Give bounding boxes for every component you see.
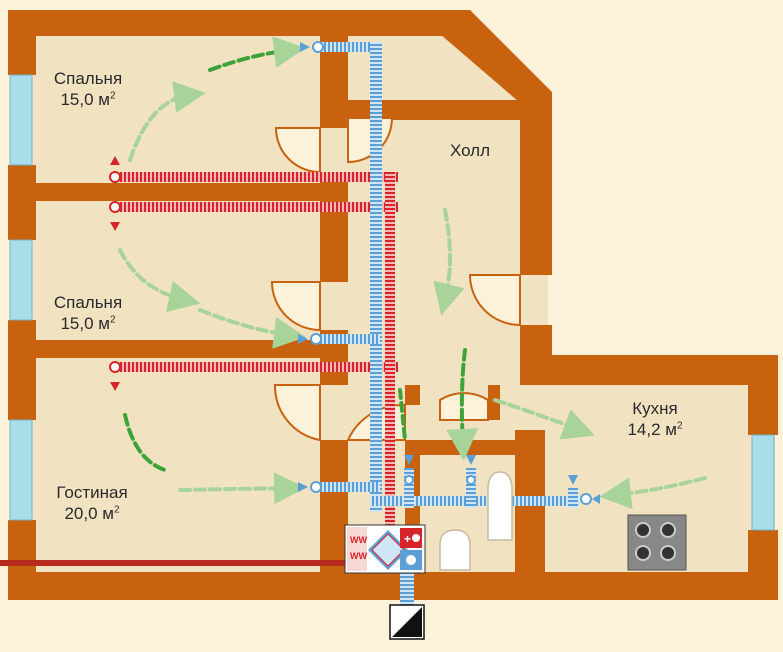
svg-text:WW: WW <box>350 551 367 561</box>
room-label-bedroom-2: Спальня 15,0 м2 <box>38 292 138 335</box>
room-name: Спальня <box>53 293 123 312</box>
room-name: Спальня <box>53 69 123 88</box>
stove-icon <box>627 514 687 571</box>
svg-text:+: + <box>404 532 411 546</box>
outdoor-grille-icon <box>389 604 425 640</box>
room-label-kitchen: Кухня 14,2 м2 <box>605 398 705 441</box>
area-unit-superscript: 2 <box>109 314 116 326</box>
svg-text:WW: WW <box>350 535 367 545</box>
area-unit-superscript: 2 <box>113 504 120 516</box>
door-swings <box>270 117 521 442</box>
bath-fixtures <box>439 471 513 571</box>
area-unit-superscript: 2 <box>676 420 683 432</box>
room-area: 15,0 м <box>60 314 110 334</box>
room-area: 15,0 м <box>60 90 110 110</box>
fresh-air-intake <box>0 560 355 566</box>
extract-ducts <box>318 42 580 605</box>
supply-ducts <box>118 172 398 532</box>
walls <box>8 10 778 600</box>
airflow-arrows <box>118 36 707 510</box>
windows <box>9 74 775 531</box>
room-label-bedroom-1: Спальня 15,0 м2 <box>38 68 138 111</box>
heat-recovery-unit-icon: WW WW + <box>344 524 426 574</box>
supply-valve-icon <box>109 156 121 391</box>
room-label-hall: Холл <box>430 140 510 161</box>
area-unit-superscript: 2 <box>109 90 116 102</box>
room-name: Холл <box>449 141 491 160</box>
room-name: Кухня <box>632 399 678 418</box>
room-name: Гостиная <box>56 483 128 502</box>
room-area: 20,0 м <box>64 504 114 524</box>
room-label-living-room: Гостиная 20,0 м2 <box>42 482 142 525</box>
room-area: 14,2 м <box>627 420 677 440</box>
extract-valve-icon <box>298 41 600 505</box>
